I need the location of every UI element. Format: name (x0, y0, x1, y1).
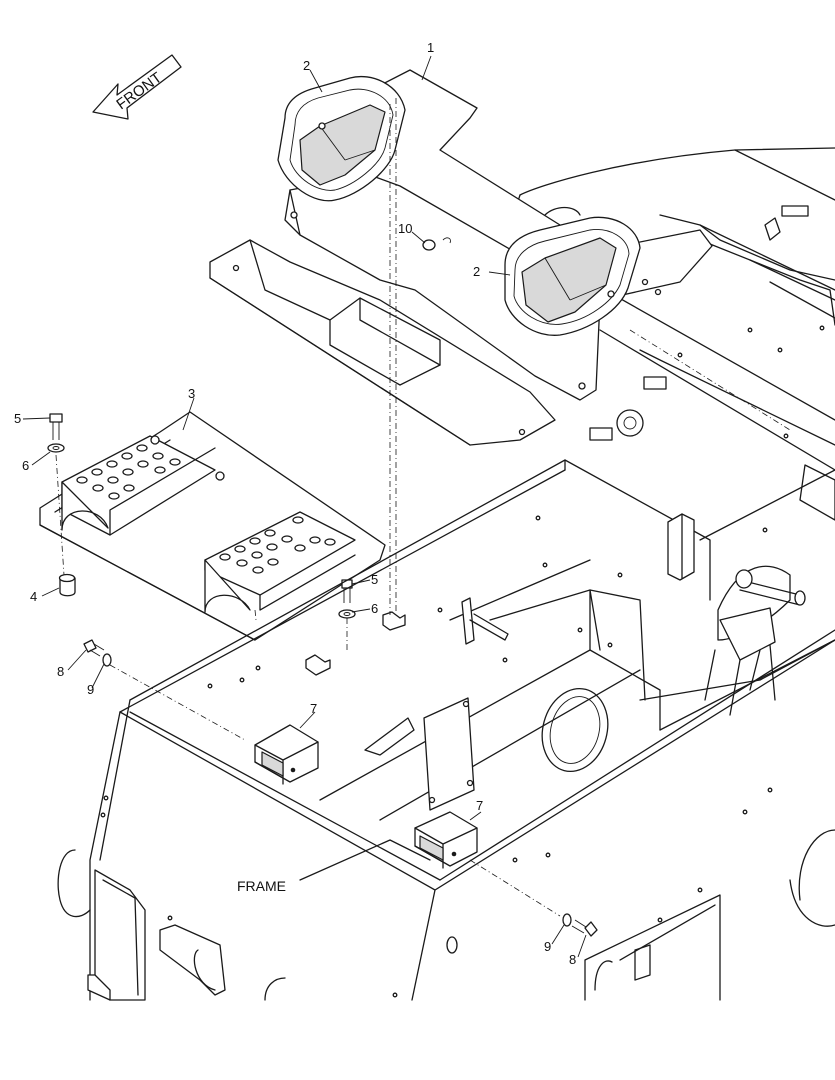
callout-2-right: 2 (473, 264, 480, 279)
hardware-bolt-5-right (341, 579, 353, 603)
right-grate-holes (219, 516, 336, 574)
hardware-grommet-10 (422, 237, 451, 251)
hardware-bolt-5-left (49, 413, 63, 440)
main-frame (57, 325, 835, 1001)
callout-6-left: 6 (22, 458, 29, 473)
hardware-bolt-8-right (571, 919, 598, 937)
callout-3: 3 (188, 386, 195, 401)
callout-5-left: 5 (14, 411, 21, 426)
callout-9-left: 9 (87, 682, 94, 697)
hardware-washer-9-left (102, 653, 112, 667)
callout-2-left: 2 (303, 58, 310, 73)
frame-label: FRAME (237, 878, 286, 894)
callout-1: 1 (427, 40, 434, 55)
seat-plate-part-3 (39, 411, 386, 641)
hardware-spacer-4 (58, 573, 76, 597)
hardware-washer-6-left (47, 443, 65, 453)
front-label: FRONT (113, 69, 165, 113)
hardware-bolt-8-left (83, 639, 105, 657)
callout-7-upper: 7 (310, 701, 317, 716)
upper-rail (209, 239, 556, 446)
frame-holes (100, 325, 825, 998)
callout-8-right: 8 (569, 952, 576, 967)
bracket-part-7-lower (414, 811, 478, 869)
callout-6-right: 6 (371, 601, 378, 616)
hardware-washer-6-right (338, 609, 356, 619)
callout-5-right: 5 (371, 572, 378, 587)
hardware-washer-9-right (562, 913, 572, 927)
front-direction-arrow: FRONT (92, 54, 182, 120)
callout-7-lower: 7 (476, 798, 483, 813)
small-clips (305, 611, 406, 676)
callout-10: 10 (398, 221, 412, 236)
left-grate-holes (76, 444, 181, 500)
seat-cushion-left-part-2 (277, 76, 406, 202)
callout-8-left: 8 (57, 664, 64, 679)
callout-4: 4 (30, 589, 37, 604)
callout-9-right: 9 (544, 939, 551, 954)
bracket-part-7-upper (254, 724, 319, 785)
center-lines (55, 98, 791, 917)
leader-lines (22, 55, 587, 958)
seat-cushion-right-part-2 (504, 216, 641, 336)
